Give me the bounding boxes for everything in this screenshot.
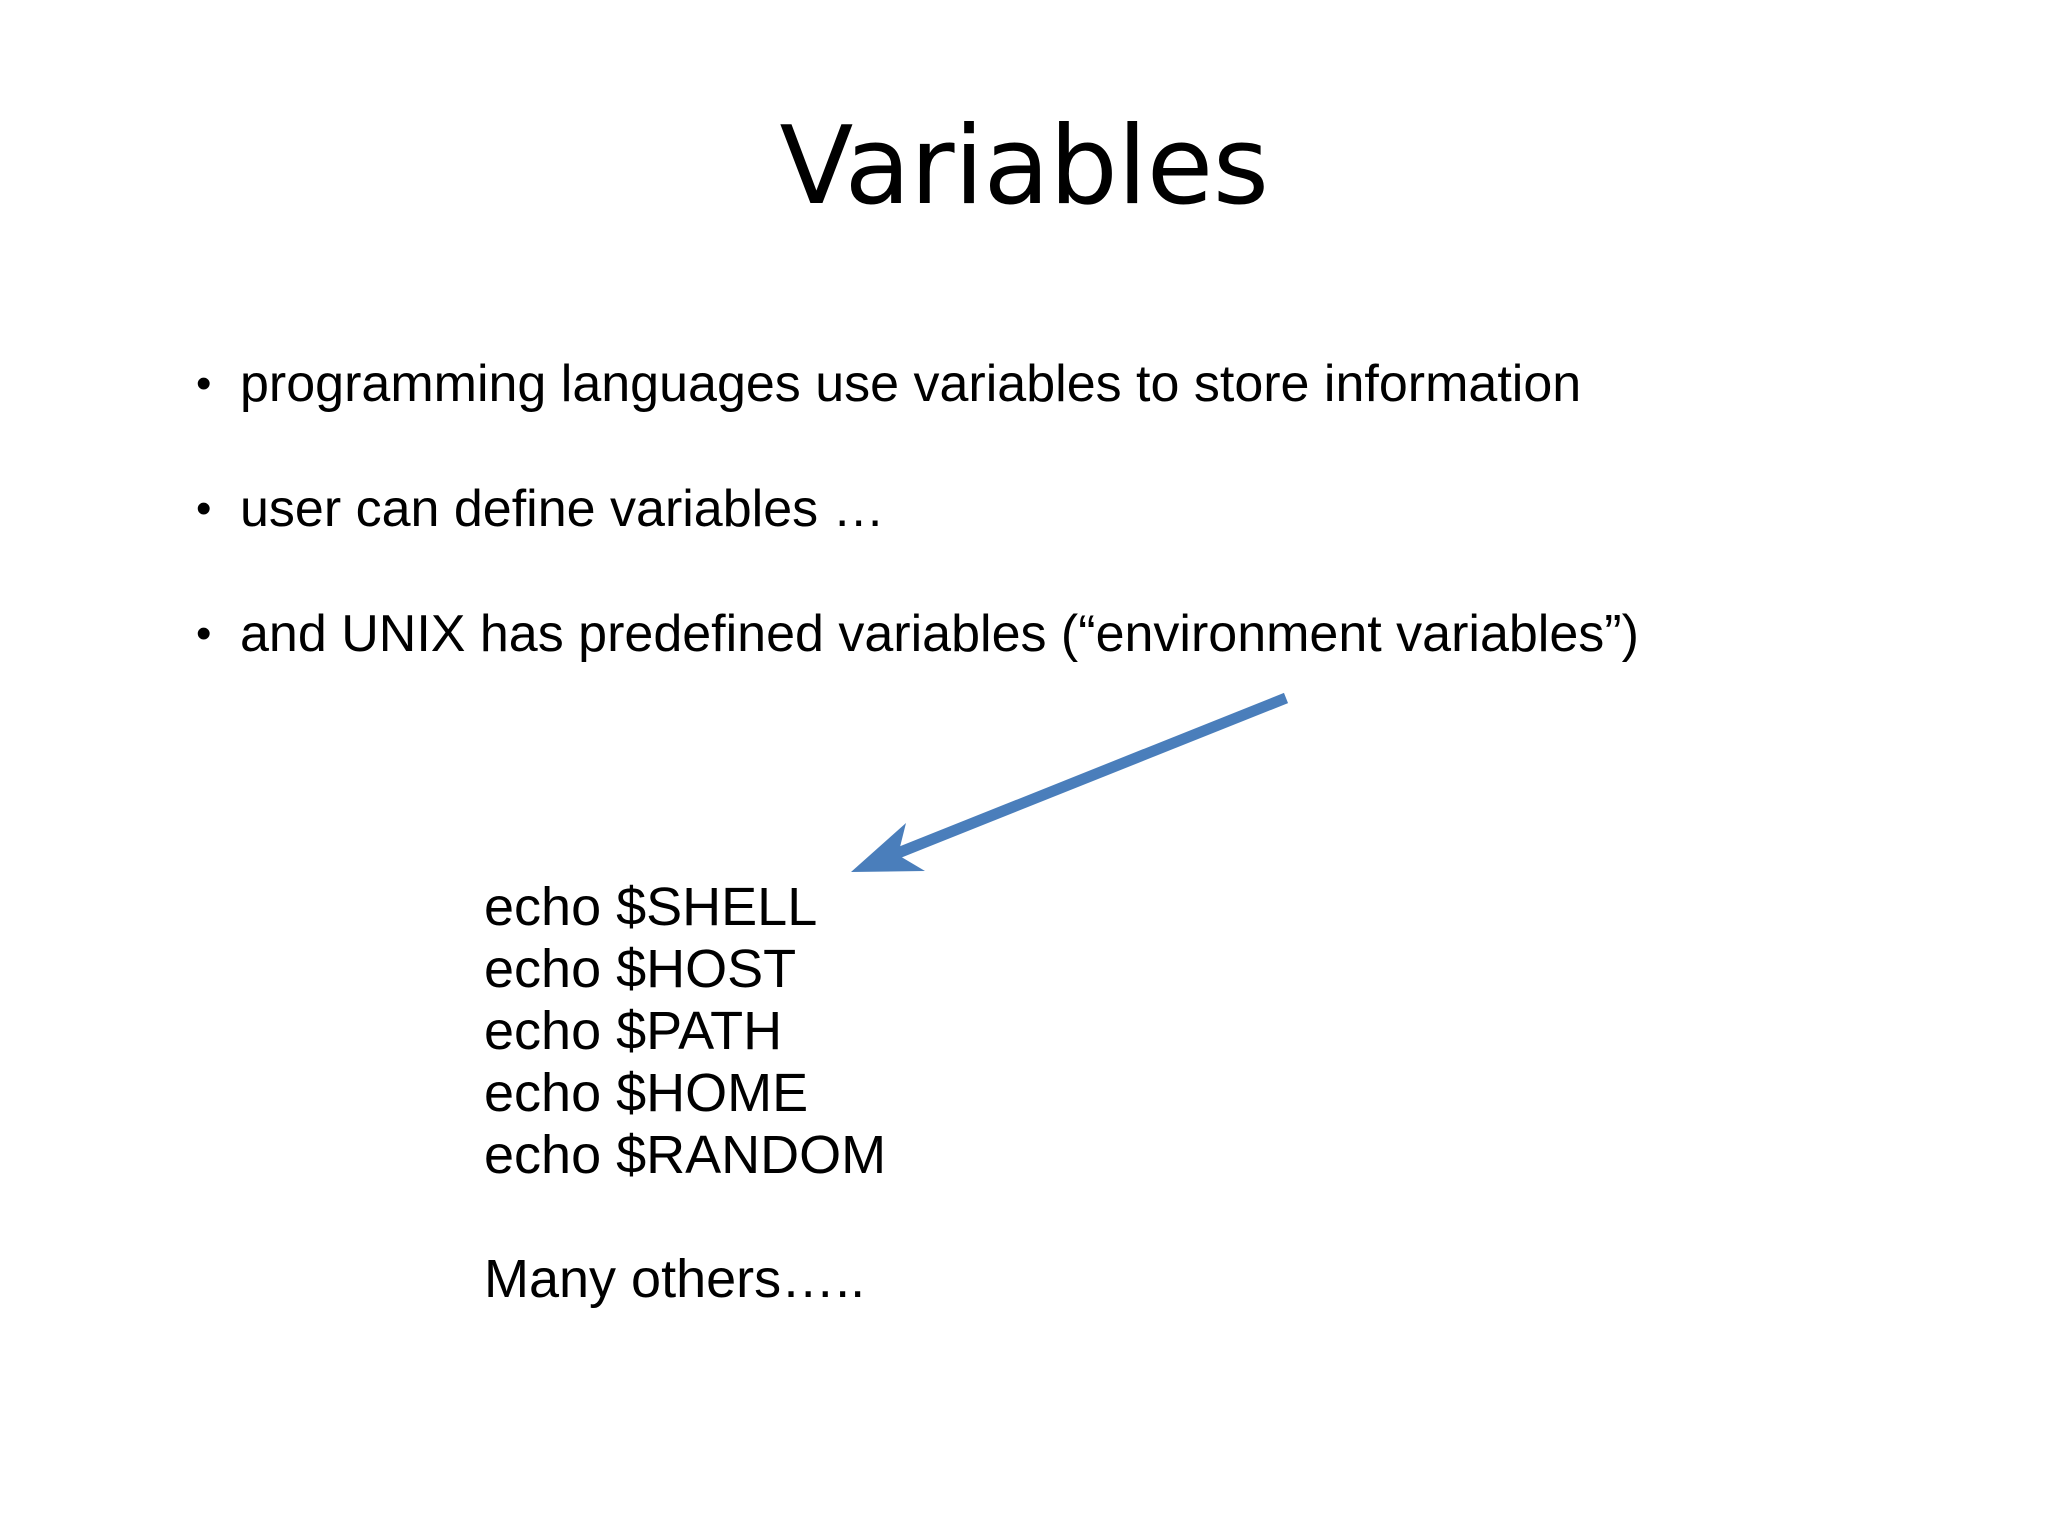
list-item: • and UNIX has predefined variables (“en… [180,602,1940,727]
command-line: echo $HOST [484,939,797,999]
list-item: • user can define variables … [180,477,1940,602]
command-line: echo $PATH [484,1001,783,1061]
command-line: echo $HOME [484,1063,809,1123]
bullet-marker-icon: • [196,359,212,408]
command-line: echo $SHELL [484,877,818,937]
bullet-text: and UNIX has predefined variables (“envi… [240,605,1639,663]
list-item: • programming languages use variables to… [180,352,1940,477]
bullet-text: programming languages use variables to s… [240,355,1582,413]
many-others-text: Many others….. [484,1249,866,1309]
bullet-list: • programming languages use variables to… [180,352,1940,727]
command-line: echo $RANDOM [484,1125,887,1185]
bullet-marker-icon: • [196,484,212,533]
bullet-text: user can define variables … [240,480,885,538]
bullet-marker-icon: • [196,609,212,658]
page-title: Variables [779,104,1269,229]
command-list: echo $SHELL echo $HOST echo $PATH echo $… [484,876,886,1310]
